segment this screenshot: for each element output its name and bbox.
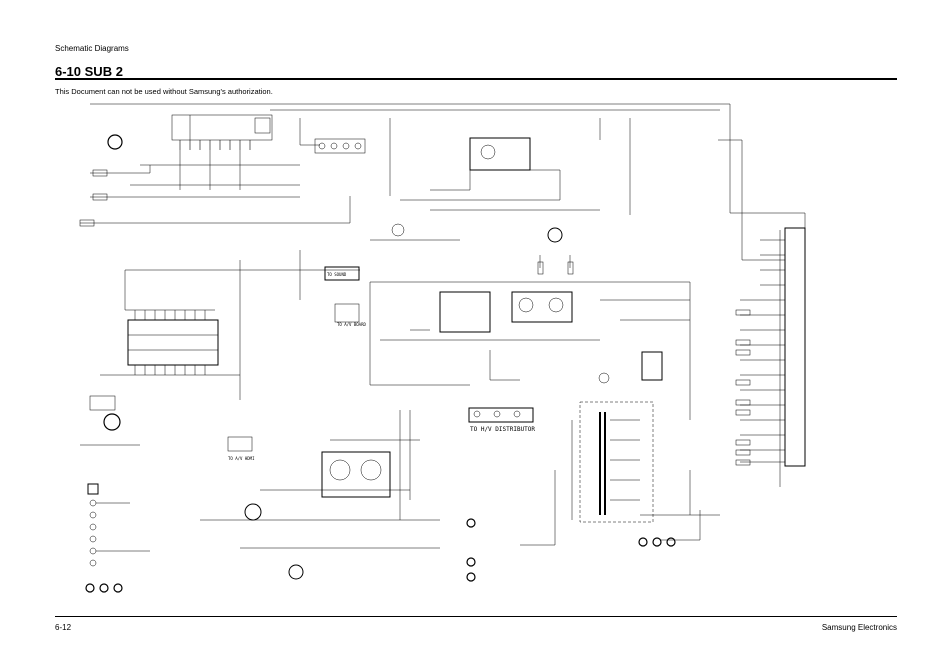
label-to-sound: TO SOUND [327, 272, 347, 277]
footer-rule [55, 616, 897, 617]
company-name: Samsung Electronics [821, 623, 897, 632]
label-to-hv-distributor: TO H/V DISTRIBUTOR [470, 426, 535, 433]
label-to-av-board: TO A/V BOARD [337, 322, 366, 327]
section-header: Schematic Diagrams [55, 44, 129, 53]
label-to-av-hdmi: TO A/V HDMI [228, 456, 255, 461]
authorization-notice: This Document can not be used without Sa… [55, 87, 273, 96]
page-number: 6-12 [55, 623, 72, 632]
page-title: 6-10 SUB 2 [55, 64, 123, 79]
title-rule [55, 78, 897, 80]
